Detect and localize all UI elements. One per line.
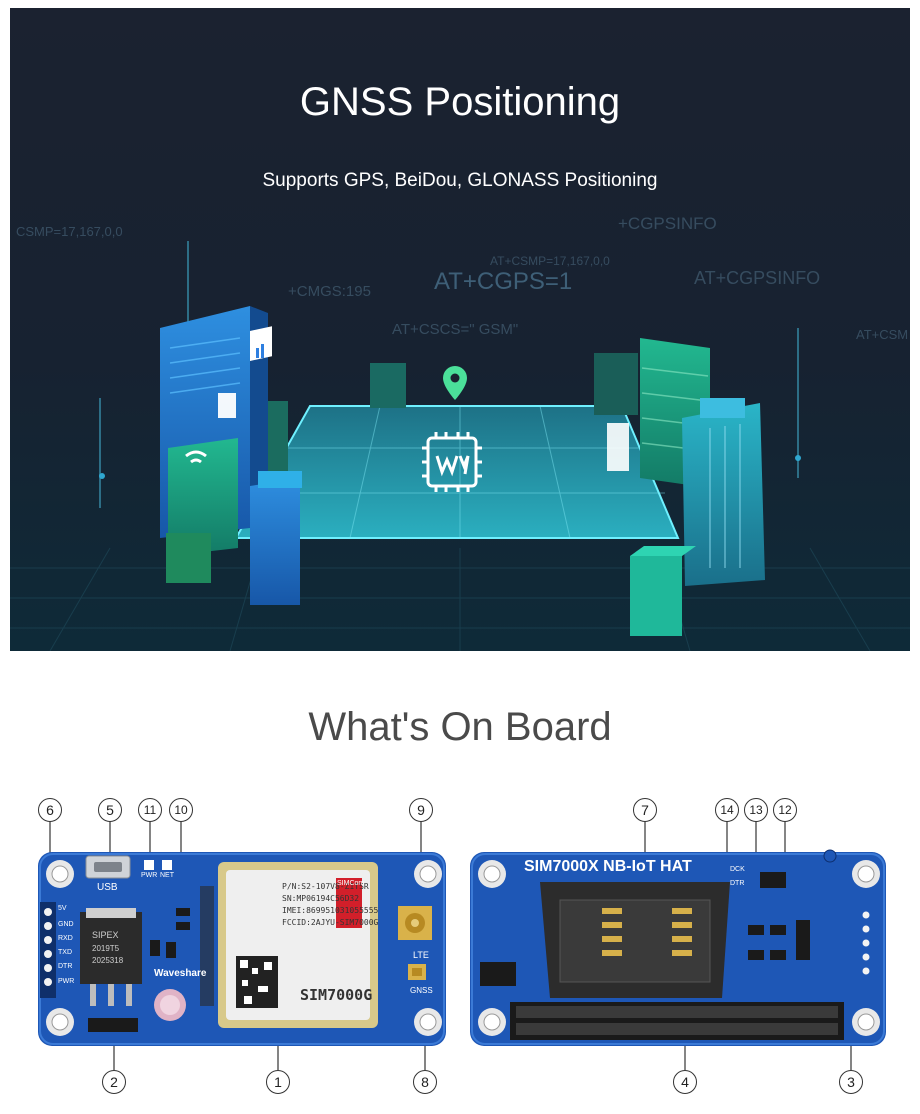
chip-logo-icon <box>422 432 482 492</box>
callout-4: 4 <box>673 1070 697 1094</box>
wifi-icon <box>185 450 207 464</box>
module-text: FCCID:2AJYU-SIM7000G <box>282 918 379 927</box>
module-text: SN:MP06194C56D32 <box>282 894 360 903</box>
pin-label: 5V <box>58 905 67 912</box>
brand-label: Waveshare <box>154 968 207 979</box>
callout-13: 13 <box>744 798 768 822</box>
hero-banner: CSMP=17,167,0,0 +CGPSINFO AT+CSMP=17,167… <box>10 8 910 651</box>
front-board <box>38 852 446 1046</box>
callout-12: 12 <box>773 798 797 822</box>
pin-label: RXD <box>58 935 73 942</box>
bg-code-text: AT+CSCS=" GSM" <box>392 321 519 338</box>
callout-3: 3 <box>839 1070 863 1094</box>
callout-10: 10 <box>169 798 193 822</box>
regulator-text: SIPEX <box>92 930 119 940</box>
bg-code-text: AT+CSM <box>856 327 909 342</box>
pin-label: PWR <box>58 978 75 985</box>
lte-label: LTE <box>413 950 429 960</box>
pin-label: DTR <box>730 880 745 887</box>
bg-code-text: AT+CGPSINFO <box>694 268 821 288</box>
module-text: P/N:S2-107V8-Z1TSR <box>282 882 369 891</box>
hero-subtitle: Supports GPS, BeiDou, GLONASS Positionin… <box>262 170 658 191</box>
gnss-label: GNSS <box>410 986 433 995</box>
hero-title: GNSS Positioning <box>299 80 621 124</box>
usb-label: USB <box>97 882 118 893</box>
pin-label: DTR <box>58 963 73 970</box>
regulator-text: 2019T5 <box>92 944 120 953</box>
bg-code-text: +CMGS:195 <box>288 283 371 300</box>
back-board-title: SIM7000X NB-IoT HAT <box>524 858 692 875</box>
net-led-label: NET <box>160 872 174 879</box>
pin-label: TXD <box>58 949 72 956</box>
location-pin-icon <box>443 366 467 400</box>
callout-7: 7 <box>633 798 657 822</box>
bg-code-text: CSMP=17,167,0,0 <box>16 224 123 239</box>
board-diagram <box>38 821 886 1070</box>
pin-label: GND <box>58 921 74 928</box>
callout-6: 6 <box>38 798 62 822</box>
pwr-led-label: PWR <box>141 872 158 879</box>
board-images: USB PWR NET Waveshare LTE GNSS 5V GND RX… <box>0 790 920 1114</box>
module-model: SIM7000G <box>300 986 373 1004</box>
city-illustration <box>10 8 910 651</box>
bg-code-text: +CGPSINFO <box>618 214 717 233</box>
callout-2: 2 <box>102 1070 126 1094</box>
callout-1: 1 <box>266 1070 290 1094</box>
callout-5: 5 <box>98 798 122 822</box>
pin-label: DCK <box>730 866 745 873</box>
regulator-text: 2025318 <box>92 956 124 965</box>
callout-14: 14 <box>715 798 739 822</box>
module-brand: SIMCom <box>337 880 365 887</box>
callout-11: 11 <box>138 798 162 822</box>
signal-bars-icon <box>250 326 272 361</box>
module-text: IMEI:869951031055555 <box>282 906 379 915</box>
bg-code-text: AT+CGPS=1 <box>434 268 573 295</box>
back-board <box>470 849 886 1046</box>
bg-code-text: AT+CSMP=17,167,0,0 <box>490 254 610 268</box>
callout-9: 9 <box>409 798 433 822</box>
section-title: What's On Board <box>308 705 612 749</box>
callout-8: 8 <box>413 1070 437 1094</box>
